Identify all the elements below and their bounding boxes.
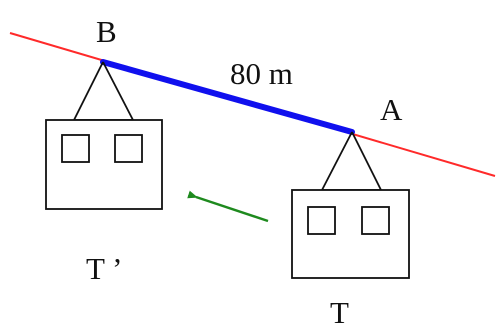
cabin-window [307, 206, 336, 235]
cabin-window [361, 206, 390, 235]
cabin-body [45, 119, 163, 210]
cabin-window [114, 134, 143, 163]
label-t-prime: T ’ [86, 251, 122, 286]
label-b: B [96, 14, 117, 49]
label-a: A [380, 92, 403, 127]
hanger-left [321, 131, 353, 191]
label-t: T [330, 295, 349, 330]
segment-ba [100, 59, 355, 135]
cabin-t [291, 131, 410, 279]
hanger-right [102, 61, 134, 121]
arrow-left-up-icon [187, 190, 269, 223]
hanger-right [351, 131, 382, 191]
cabin-t-prime [45, 61, 163, 210]
cabin-window [61, 134, 90, 163]
label-distance: 80 m [230, 56, 293, 91]
hanger-left [73, 61, 104, 121]
